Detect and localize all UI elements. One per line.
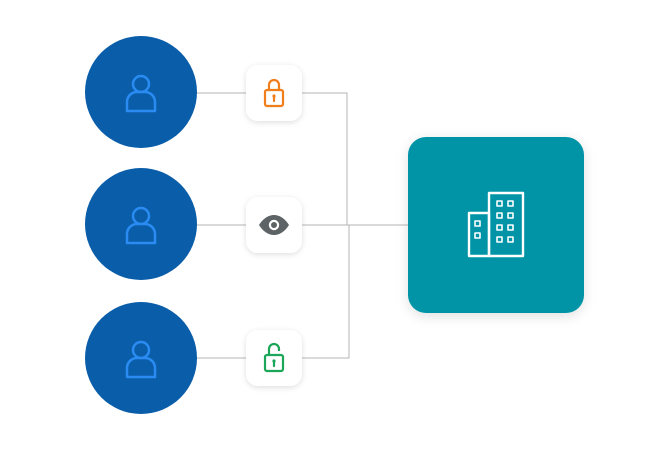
lock-closed-icon: [263, 78, 285, 108]
person-icon: [125, 74, 157, 113]
connector-access-1-to-org: [302, 92, 348, 225]
user-node: [85, 168, 197, 280]
buildings-icon: [467, 191, 525, 258]
organization-card: [408, 137, 584, 313]
access-card-lock-open: [246, 330, 302, 386]
person-icon: [125, 206, 157, 245]
connector-access-3-to-org: [302, 225, 350, 359]
access-card-eye: [246, 197, 302, 253]
connectors: [196, 92, 408, 359]
organization-node: [408, 137, 584, 313]
lock-open-icon: [263, 342, 285, 373]
eye-icon: [259, 215, 289, 235]
user-node: [85, 302, 197, 414]
access-card-lock-closed: [246, 65, 302, 121]
user-node: [85, 36, 197, 148]
person-icon: [125, 340, 157, 379]
